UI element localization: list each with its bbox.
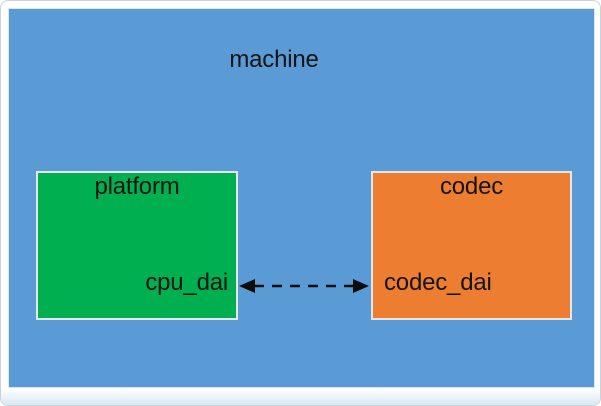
dai-link-arrow xyxy=(239,279,369,293)
codec-dai-label: codec_dai xyxy=(384,269,492,296)
codec-box xyxy=(371,171,572,320)
platform-box xyxy=(36,171,238,320)
arrowhead-left-icon xyxy=(239,279,255,293)
arrowhead-right-icon xyxy=(353,279,369,293)
cpu-dai-label: cpu_dai xyxy=(145,269,228,296)
machine-label: machine xyxy=(229,46,319,73)
platform-label: platform xyxy=(94,173,180,200)
frame-bottom-gradient xyxy=(1,389,600,405)
codec-label: codec xyxy=(439,173,504,200)
